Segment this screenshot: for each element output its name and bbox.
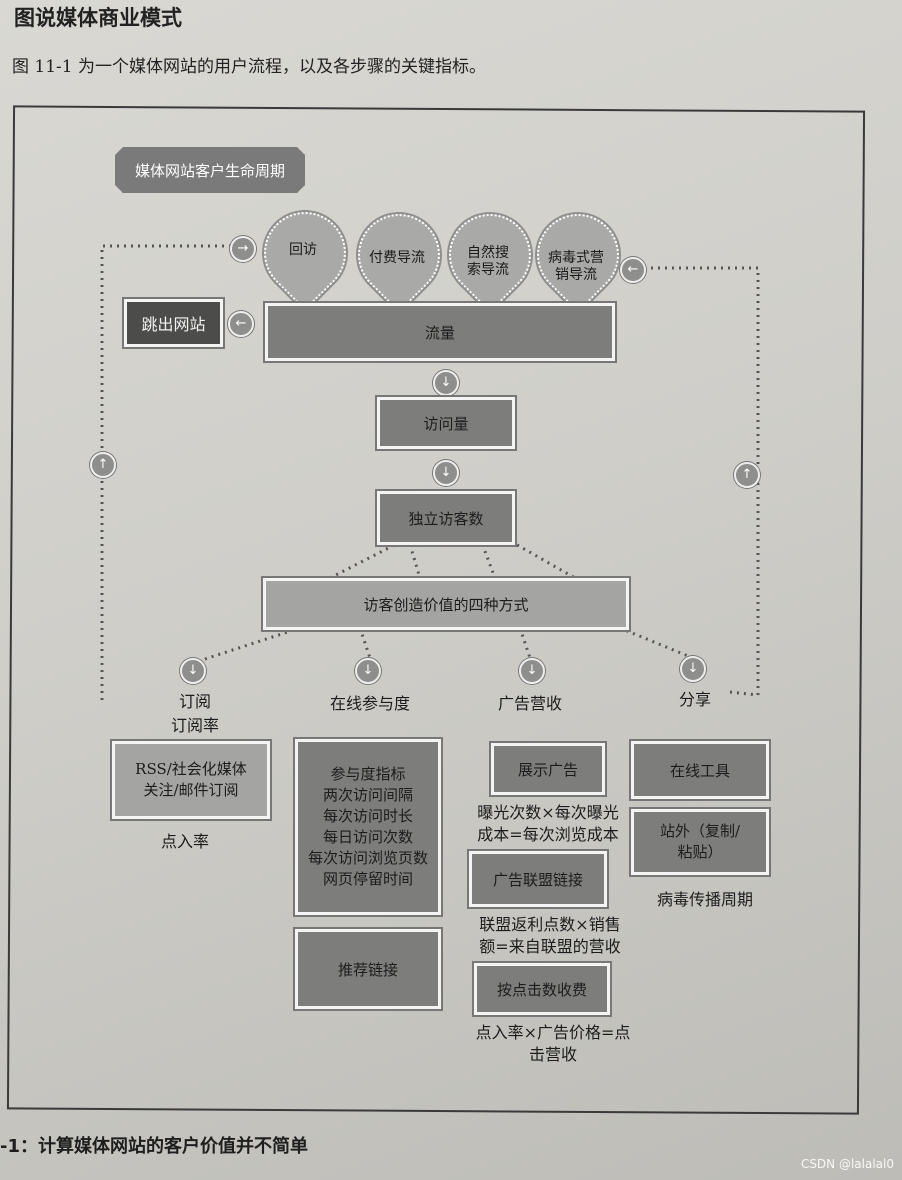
share-metric: 病毒传播周期 <box>656 890 753 909</box>
affiliate-box: 广告联盟链接 <box>472 854 604 904</box>
pay-per-click-metric: 点入率×广告价格=点 击营收 <box>475 1023 631 1064</box>
lifecycle-tag: 媒体网站客户生命周期 <box>115 147 305 193</box>
subscribe-box: RSS/社会化媒体 关注/邮件订阅 <box>115 744 267 816</box>
page-footer: -1：计算媒体网站的客户价值并不简单 <box>0 1136 308 1157</box>
visits-box: 访问量 <box>380 400 512 446</box>
watermark: CSDN @lalalal0 <box>800 1157 894 1171</box>
branch-share-title: 分享 <box>678 690 711 709</box>
branch-engagement-title: 在线参与度 <box>329 694 410 713</box>
source-label-organic: 自然搜 索导流 <box>467 245 509 278</box>
arrow-down-icon: ↓ <box>433 370 459 396</box>
referral-box: 推荐链接 <box>298 932 438 1006</box>
traffic-box: 流量 <box>268 306 612 358</box>
source-label-viral: 病毒式营 销导流 <box>548 250 604 283</box>
arrow-left-icon: ← <box>620 257 646 283</box>
arrow-right-icon: → <box>230 236 256 262</box>
value-ways-box: 访客创造价值的四种方式 <box>266 581 626 627</box>
arrow-down-icon: ↓ <box>680 656 706 682</box>
unique-visitors-box: 独立访客数 <box>380 494 512 542</box>
offsite-box: 站外（复制/ 粘贴） <box>634 812 766 872</box>
branch-subscribe-title: 订阅 订阅率 <box>170 692 219 735</box>
engagement-box: 参与度指标 两次访问间隔 每次访问时长 每日访问次数 每次访问浏览页数 网页停留… <box>298 742 438 912</box>
arrow-up-icon: ↑ <box>734 462 760 488</box>
subscribe-metric: 点入率 <box>160 832 209 851</box>
display-ad-box: 展示广告 <box>494 746 602 792</box>
branch-ad-revenue-title: 广告营收 <box>497 694 562 713</box>
figure-caption: 图 11-1 为一个媒体网站的用户流程，以及各步骤的关键指标。 <box>12 57 486 77</box>
bounce-box: 跳出网站 <box>127 302 220 344</box>
arrow-up-icon: ↑ <box>90 452 116 478</box>
arrow-down-icon: ↓ <box>355 658 381 684</box>
source-label-return: 回访 <box>289 242 317 258</box>
subscribe-box-text: RSS/社会化媒体 关注/邮件订阅 <box>135 760 247 799</box>
source-label-paid: 付费导流 <box>369 250 425 266</box>
arrow-down-icon: ↓ <box>433 460 459 486</box>
arrow-down-icon: ↓ <box>180 658 206 684</box>
offsite-box-text: 站外（复制/ 粘贴） <box>659 822 741 861</box>
arrow-down-icon: ↓ <box>519 658 545 684</box>
engagement-box-text: 参与度指标 两次访问间隔 每次访问时长 每日访问次数 每次访问浏览页数 网页停留… <box>307 765 428 888</box>
page-title: 图说媒体商业模式 <box>14 6 182 30</box>
online-tools-box: 在线工具 <box>634 744 766 796</box>
arrow-left-icon: ← <box>228 311 254 337</box>
display-ad-metric: 曝光次数×每次曝光 成本=每次浏览成本 <box>477 803 619 844</box>
pay-per-click-box: 按点击数收费 <box>477 966 607 1012</box>
affiliate-metric: 联盟返利点数×销售 额=来自联盟的营收 <box>479 915 621 956</box>
